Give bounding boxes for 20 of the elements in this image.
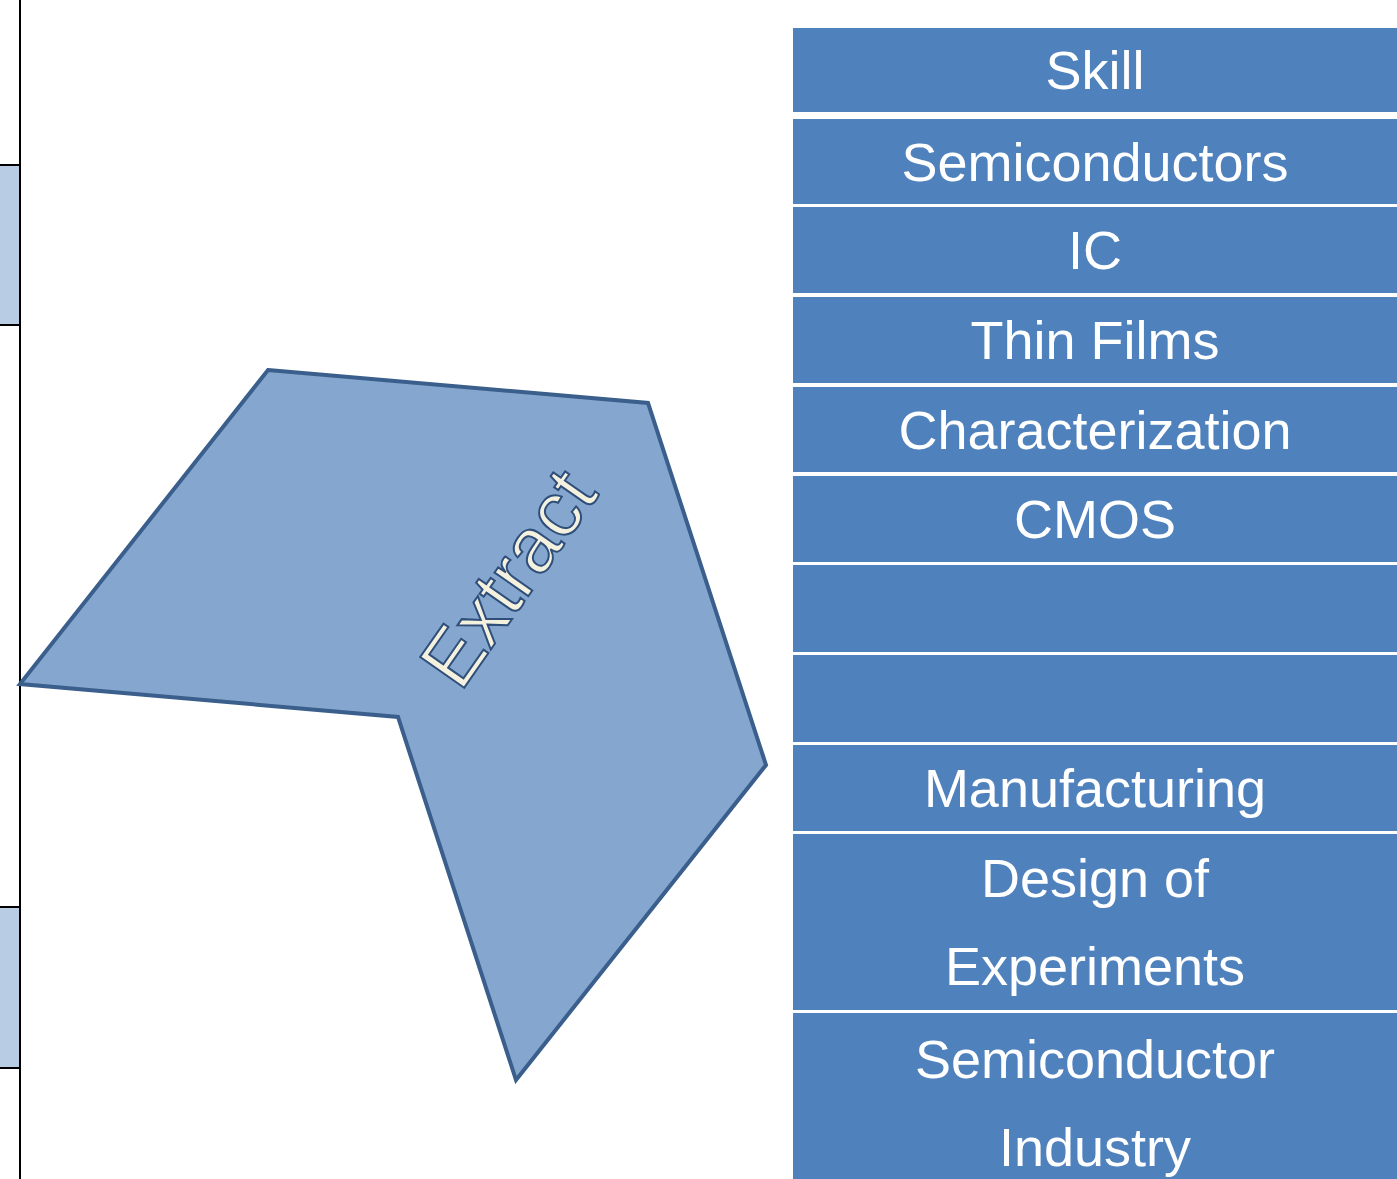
cell-text: IC xyxy=(1067,219,1123,282)
table-cell xyxy=(793,655,1397,742)
cell-text: Semiconductor Industry xyxy=(913,1028,1277,1179)
cell-text: Manufacturing xyxy=(922,757,1268,820)
table-cell xyxy=(793,476,1397,562)
table-cell xyxy=(793,207,1397,293)
table-cell xyxy=(793,28,1397,112)
table-cell xyxy=(793,565,1397,652)
cell-text: Design of Experiments xyxy=(943,847,1247,998)
cell-text: Skill xyxy=(1044,39,1146,102)
cell-text: Thin Films xyxy=(969,309,1221,372)
table-cell xyxy=(793,387,1397,472)
cell-text: Characterization xyxy=(897,398,1293,462)
table-cell xyxy=(793,297,1397,383)
table-cell xyxy=(793,745,1397,831)
cell-text: Semiconductors xyxy=(900,130,1290,194)
table-cell xyxy=(793,834,1397,1010)
table-cell xyxy=(793,119,1397,204)
table-cell xyxy=(793,1013,1397,1179)
cell-text: CMOS xyxy=(1013,488,1177,551)
